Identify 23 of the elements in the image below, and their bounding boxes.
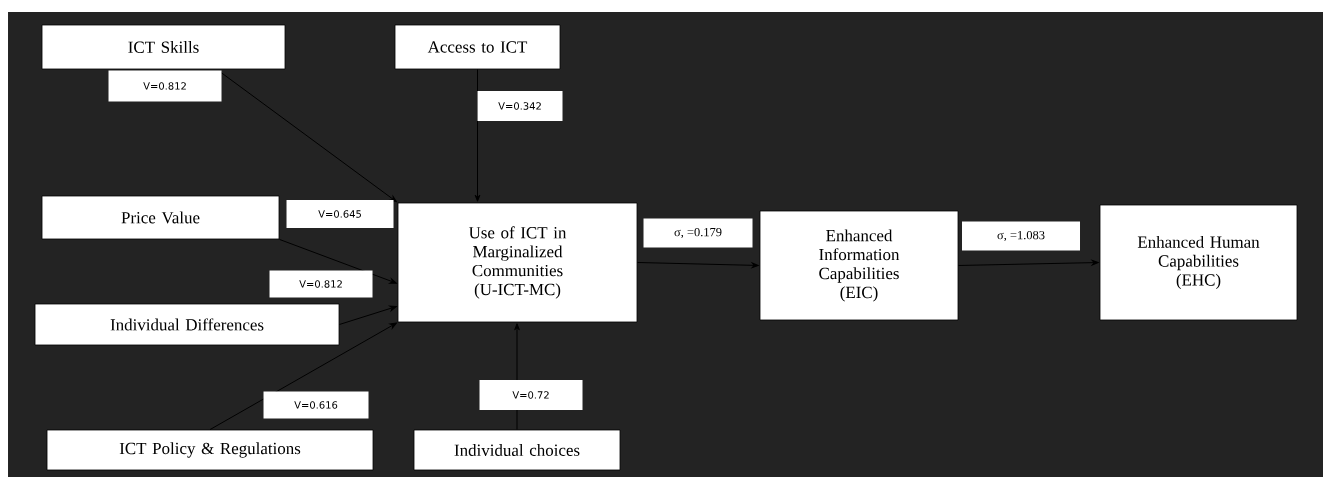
- arrow: [209, 322, 397, 431]
- arrow: [957, 259, 1099, 266]
- edge-label: σ, =0.179: [643, 218, 753, 248]
- edge-label: V=0.342: [477, 91, 563, 121]
- arrow: [338, 305, 397, 325]
- edge-label: V=0.812: [108, 70, 222, 102]
- concept-box: Individual choices: [413, 429, 621, 471]
- arrow: [636, 262, 759, 269]
- arrow: [278, 238, 397, 284]
- concept-box: Price Value: [41, 195, 280, 240]
- concept-box: Access to ICT: [394, 24, 561, 70]
- concept-box: ICT Policy & Regulations: [46, 429, 374, 471]
- edge-label: V=0.812: [269, 270, 373, 298]
- edge-label: σ, =1.083: [962, 221, 1080, 251]
- concept-box: Use of ICT in Marginalized Communities (U-ICT-MC): [397, 202, 638, 323]
- concept-box: Enhanced Information Capabilities (EIC): [759, 210, 959, 321]
- edge-label: V=0.616: [263, 391, 369, 419]
- concept-box: Individual Differences: [34, 303, 340, 346]
- edge-label: V=0.72: [479, 380, 583, 410]
- arrow: [474, 68, 481, 202]
- arrow: [219, 70, 397, 203]
- concept-box: Enhanced Human Capabilities (EHC): [1099, 204, 1298, 321]
- edge-label: V=0.645: [286, 200, 394, 228]
